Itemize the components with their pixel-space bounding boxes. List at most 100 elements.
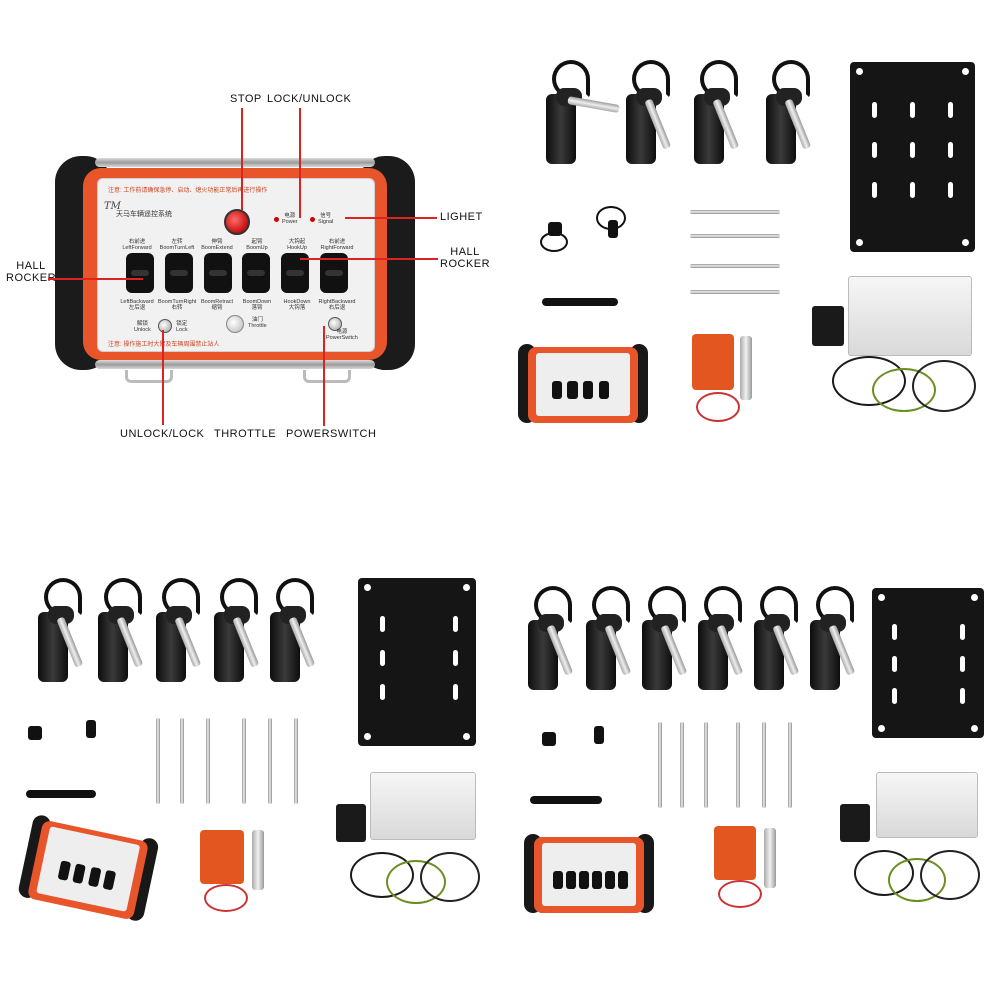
actuator-icon <box>686 60 740 170</box>
actuator-icon <box>746 586 800 696</box>
annotation-stop: STOP <box>230 93 262 105</box>
power-adapter-icon <box>28 726 42 740</box>
rocker-bottom-label: BoomTurnRight 右转 <box>158 299 197 312</box>
rocker-bottom-label: HookDown 大钩落 <box>283 299 311 312</box>
remote-thumbnail <box>524 830 654 920</box>
rocker-top-label: 伸臂 BoomExtend <box>201 239 233 252</box>
left-handle <box>125 370 173 383</box>
rocker-top-label: 起臂 BoomUp <box>246 239 268 252</box>
linkage-rod-icon <box>680 722 684 808</box>
linkage-rod-icon <box>242 718 246 804</box>
annotation-powerswitch-line <box>323 326 325 426</box>
stop-button[interactable] <box>224 209 250 235</box>
signal-indicator-icon <box>310 217 315 222</box>
harness-icon <box>912 360 976 412</box>
linkage-rod-icon <box>690 210 780 214</box>
annotation-hall-rocker-right: HALL ROCKER <box>440 246 491 270</box>
rocker-top-label: 左转 BoomTurnLeft <box>159 239 195 252</box>
notice-top: 注意: 工作前请确保急停、启动、熄火功能正常后再进行操作 <box>108 188 268 194</box>
unlock-lock-switch[interactable] <box>158 319 172 333</box>
power-adapter-icon <box>542 732 556 746</box>
lock-label: 锁定 Lock <box>176 321 188 334</box>
antenna-box-icon <box>840 804 870 842</box>
throttle-label: 油门 Throttle <box>248 317 267 330</box>
antenna-box-icon <box>336 804 366 842</box>
annotation-hall-rocker-left: HALL ROCKER <box>6 260 57 284</box>
power-label: 电源 Power <box>282 213 298 226</box>
actuator-icon <box>634 586 688 696</box>
control-box-icon <box>876 772 978 838</box>
actuator-icon <box>206 578 260 688</box>
antenna-box-icon <box>812 306 844 346</box>
power-switch[interactable] <box>328 317 342 331</box>
actuator-icon <box>538 60 620 170</box>
kit-5-panel <box>0 500 500 1000</box>
rocker-switch-4[interactable] <box>242 253 271 293</box>
linkage-rod-icon <box>268 718 272 804</box>
actuator-icon <box>758 60 812 170</box>
rocker-top-label: 右前进 LeftForward <box>122 239 152 252</box>
bottom-rail <box>95 360 375 369</box>
rocker-switch-3[interactable] <box>203 253 232 293</box>
mini-actuator-icon <box>740 336 752 400</box>
linkage-rod-icon <box>156 718 160 804</box>
rocker-top-label: 大钩起 HookUp <box>287 239 307 252</box>
actuator-icon <box>578 586 632 696</box>
receiver-box-icon <box>200 830 244 884</box>
annotation-hall-rocker-left-line <box>48 278 143 280</box>
actuator-icon <box>262 578 316 688</box>
rocker-bottom-labels: LeftBackward 左后退 BoomTurnRight 右转 BoomRe… <box>118 299 356 311</box>
actuator-icon <box>520 586 574 696</box>
mini-actuator-icon <box>764 828 776 888</box>
remote-controller: 注意: 工作前请确保急停、启动、熄火功能正常后再进行操作 TM 天马车辆遥控系统… <box>55 148 415 383</box>
actuator-icon <box>802 586 856 696</box>
annotation-throttle: THROTTLE <box>214 428 277 440</box>
linkage-rod-icon <box>762 722 766 808</box>
rocker-switch-2[interactable] <box>164 253 193 293</box>
rocker-bottom-label: RightBackward 右后退 <box>318 299 356 312</box>
right-handle <box>303 370 351 383</box>
adapter-cable-icon <box>540 232 568 252</box>
annotation-hall-rocker-right-line <box>300 258 438 260</box>
rocker-top-labels: 右前进 LeftForward 左转 BoomTurnLeft 伸臂 BoomE… <box>118 239 356 251</box>
rocker-bottom-label: LeftBackward 左后退 <box>120 299 154 312</box>
kit-4-panel <box>500 0 1000 500</box>
rocker-top-label: 右前进 RightForward <box>320 239 354 252</box>
rocker-switch-1[interactable] <box>126 253 154 293</box>
linkage-rod-icon <box>180 718 184 804</box>
rocker-row <box>126 253 348 293</box>
receiver-wire-icon <box>718 880 762 908</box>
linkage-rod-icon <box>690 234 780 238</box>
receiver-wire-icon <box>204 884 248 912</box>
linkage-rod-icon <box>704 722 708 808</box>
remote-thumbnail <box>15 810 160 931</box>
actuator-icon <box>690 586 744 696</box>
mini-actuator-icon <box>252 830 264 890</box>
actuator-icon <box>90 578 144 688</box>
charger-cable-icon <box>596 206 626 230</box>
rocker-bottom-label: BoomDown 落臂 <box>242 299 272 312</box>
actuator-icon <box>618 60 672 170</box>
control-box-icon <box>370 772 476 840</box>
remote-diagram-panel: 注意: 工作前请确保急停、启动、熄火功能正常后再进行操作 TM 天马车辆遥控系统… <box>0 0 500 500</box>
annotation-lock-unlock-line <box>299 108 301 218</box>
actuator-icon <box>30 578 84 688</box>
harness-icon <box>420 852 480 902</box>
unlock-label: 解锁 Unlock <box>134 321 151 334</box>
throttle-button[interactable] <box>226 315 244 333</box>
control-panel: 注意: 工作前请确保急停、启动、熄火功能正常后再进行操作 TM 天马车辆遥控系统… <box>97 178 375 352</box>
linkage-rod-icon <box>690 290 780 294</box>
powerswitch-label: 电源 PowerSwitch <box>326 329 358 342</box>
brand-name: 天马车辆遥控系统 <box>116 211 172 218</box>
rocker-bottom-label: BoomRetract 缩臂 <box>200 299 234 312</box>
mounting-plate-icon <box>358 578 476 746</box>
annotation-light: LIGHET <box>440 211 483 223</box>
control-box-icon <box>848 276 972 356</box>
linkage-rod-icon <box>294 718 298 804</box>
receiver-box-icon <box>714 826 756 880</box>
mounting-plate-icon <box>850 62 975 252</box>
linkage-rod-icon <box>206 718 210 804</box>
annotation-unlock-lock-line <box>162 330 164 425</box>
mounting-plate-icon <box>872 588 984 738</box>
harness-icon <box>920 850 980 900</box>
